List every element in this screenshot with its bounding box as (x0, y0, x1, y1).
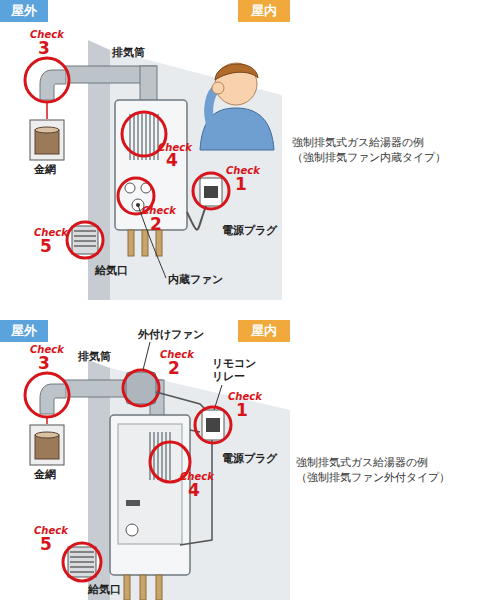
part-label: 電源プラグ (222, 224, 277, 237)
check-detail (25, 58, 69, 102)
area-tag-text: 屋外 (11, 322, 37, 340)
heater-display (126, 500, 140, 506)
check-ring (195, 407, 231, 443)
power-cord (187, 206, 206, 230)
callout-number: 3 (38, 40, 50, 57)
check-ring (25, 373, 69, 417)
callout-number: 2 (150, 216, 162, 233)
heater-dial (126, 524, 138, 536)
check-word: Check (30, 345, 64, 355)
area-tag-text: 屋内 (251, 2, 277, 20)
air-intake-louver (70, 552, 94, 572)
part-label: 排気筒 (78, 350, 111, 363)
check-word: Check (34, 526, 68, 536)
part-label: 給気口 (95, 264, 128, 277)
leader-dot (136, 203, 140, 207)
check-ring (25, 58, 69, 102)
wire-mesh (35, 432, 59, 438)
callout-number: 4 (166, 152, 178, 169)
area-tag: 屋外 (0, 0, 48, 22)
panel-built-in-fan (25, 40, 282, 300)
air-intake (68, 547, 96, 577)
callout-number: 3 (38, 355, 50, 372)
check-ring (193, 173, 229, 209)
wire-mesh (35, 130, 59, 154)
area-tag: 屋内 (238, 320, 290, 342)
air-intake-louver (74, 231, 96, 246)
fan-wire (156, 392, 206, 410)
leader-line (143, 342, 150, 370)
area-tag: 屋内 (238, 0, 290, 22)
callout-number: 5 (40, 536, 52, 553)
callout-number: 5 (40, 238, 52, 255)
area-tag-text: 屋内 (251, 322, 277, 340)
leader-line (46, 418, 48, 424)
heater-pipes (128, 230, 162, 256)
part-label: 給気口 (88, 583, 121, 596)
check-ring (123, 370, 159, 406)
check-ring (67, 222, 103, 258)
check-detail (63, 543, 101, 581)
area-tag: 屋外 (0, 320, 48, 342)
panel-external-fan (25, 342, 290, 600)
callout-number: 1 (236, 402, 248, 419)
callout-number: 4 (188, 482, 200, 499)
check-detail (67, 222, 103, 258)
indoor-wall (110, 50, 282, 300)
part-label: 金網 (34, 163, 56, 176)
check-word: Check (180, 472, 214, 482)
check-word: Check (226, 166, 260, 176)
caption-text: 強制排気式ガス給湯器の例 （強制排気ファン内蔵タイプ） (292, 135, 492, 165)
mesh-box (30, 425, 64, 465)
callout-number: 2 (168, 360, 180, 377)
area-tag-text: 屋外 (11, 2, 37, 20)
power-cord (180, 440, 212, 545)
part-label: 排気筒 (112, 46, 145, 59)
external-fan (126, 372, 156, 404)
power-plug (204, 186, 218, 198)
leader-line (46, 103, 48, 119)
check-ring (63, 543, 101, 581)
part-label: 内蔵ファン (168, 273, 223, 286)
check-word: Check (142, 206, 176, 216)
heater-pipes (124, 575, 162, 600)
part-label: リモコン リレー (212, 357, 264, 383)
part-label: 金網 (34, 468, 56, 481)
power-outlet (200, 178, 222, 206)
water-heater (115, 100, 187, 230)
check-word: Check (30, 30, 64, 40)
part-label: 外付けファン (138, 328, 204, 341)
callout-number: 1 (235, 176, 247, 193)
check-word: Check (228, 392, 262, 402)
wire-mesh (35, 127, 59, 133)
check-detail (25, 373, 69, 417)
mesh-box (30, 120, 64, 160)
wire-mesh (35, 435, 59, 459)
indoor-wall (110, 368, 290, 600)
check-word: Check (160, 350, 194, 360)
part-label: 電源プラグ (222, 452, 277, 465)
person (200, 63, 274, 150)
caption-text: 強制排気式ガス給湯器の例 （強制排気ファン外付タイプ） (296, 455, 496, 485)
heater-dial (125, 183, 135, 193)
check-word: Check (34, 228, 68, 238)
remote-relay (202, 410, 224, 440)
air-intake (72, 226, 98, 254)
water-heater (110, 415, 190, 575)
power-plug (206, 418, 220, 432)
